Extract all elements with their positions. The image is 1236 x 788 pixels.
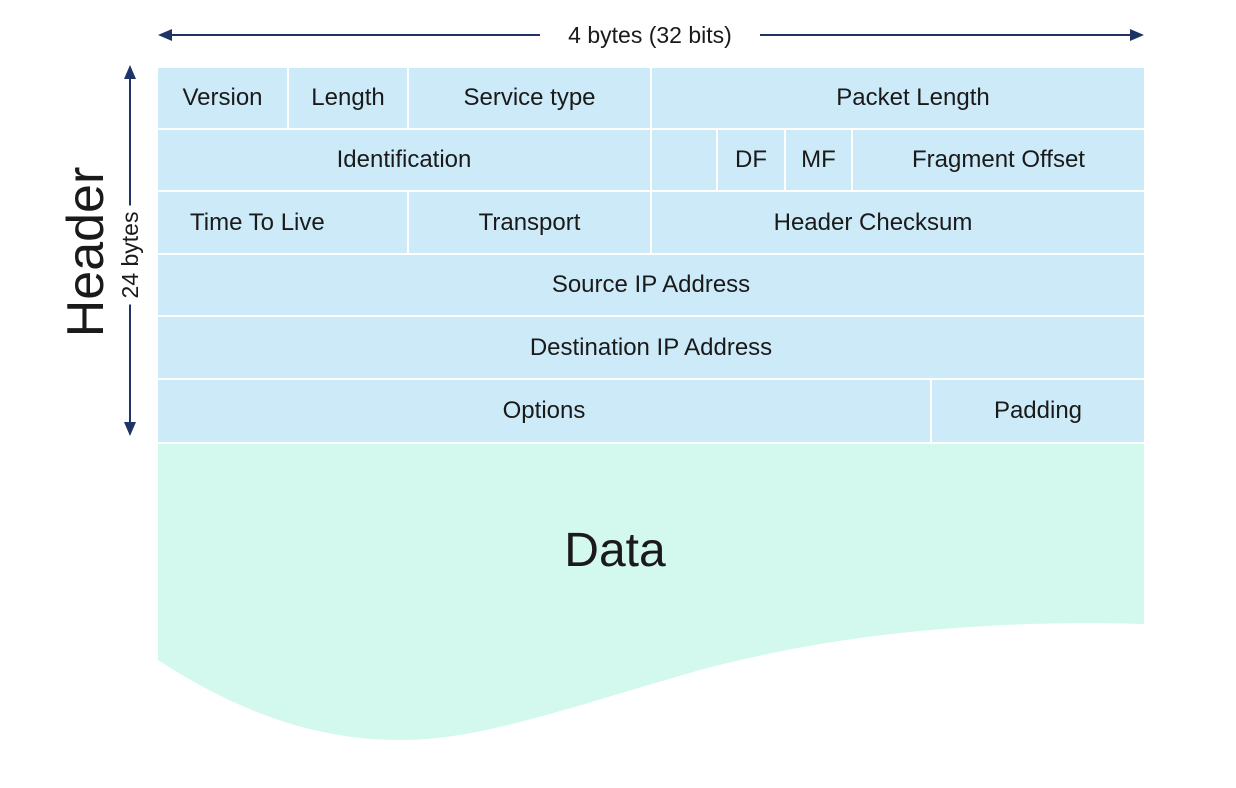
height-label: 24 bytes xyxy=(117,205,143,305)
field-reserved-flag xyxy=(652,130,716,190)
width-label: 4 bytes (32 bits) xyxy=(540,18,760,52)
field-header-checksum: Header Checksum xyxy=(652,192,1144,253)
field-options: Options xyxy=(158,380,930,442)
field-source-ip: Source IP Address xyxy=(158,255,1144,315)
field-destination-ip: Destination IP Address xyxy=(158,317,1144,378)
field-fragment-offset: Fragment Offset xyxy=(853,130,1144,190)
field-df: DF xyxy=(718,130,784,190)
field-padding: Padding xyxy=(932,380,1144,442)
data-label: Data xyxy=(564,523,666,577)
field-transport: Transport xyxy=(409,192,650,253)
field-packet-length: Packet Length xyxy=(652,68,1144,128)
data-area xyxy=(158,444,1144,740)
field-identification: Identification xyxy=(158,130,650,190)
header-label: Header xyxy=(57,166,115,338)
field-length: Length xyxy=(289,68,407,128)
field-time-to-live: Time To Live xyxy=(158,192,407,253)
field-version: Version xyxy=(158,68,287,128)
field-service-type: Service type xyxy=(409,68,650,128)
field-mf: MF xyxy=(786,130,851,190)
